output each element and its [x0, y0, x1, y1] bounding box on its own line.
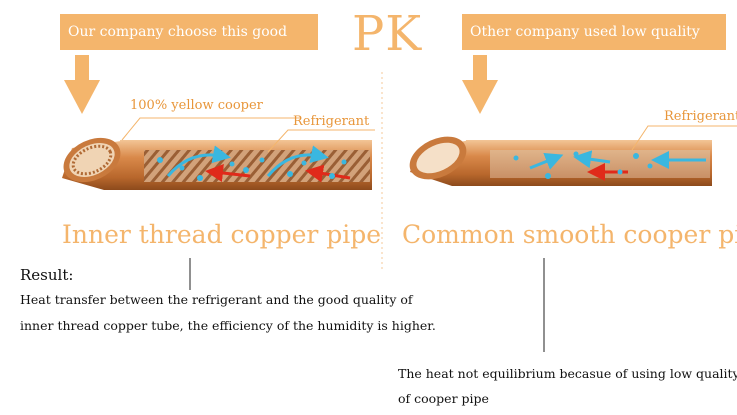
banner-right-text: Other company used low quality — [470, 24, 700, 40]
banner-right: Other company used low quality — [462, 14, 726, 50]
banner-left-text: Our company choose this good — [68, 24, 288, 40]
right-down-arrow — [462, 55, 498, 114]
result-line-1: Heat transfer between the refrigerant an… — [20, 292, 413, 307]
left-refrigerant-label: Refrigerant — [293, 114, 370, 129]
smooth-pipe — [409, 136, 712, 186]
right-refrigerant-label: Refrigerant — [664, 109, 737, 124]
banner-left: Our company choose this good — [60, 14, 318, 50]
result-line-2: inner thread copper tube, the efficiency… — [20, 318, 436, 333]
material-label: 100% yellow cooper — [130, 98, 263, 113]
left-caption: Inner thread copper pipe — [62, 220, 382, 249]
right-caption: Common smooth cooper pipe — [402, 220, 737, 249]
right-note-line-1: The heat not equilibrium becasue of usin… — [398, 366, 737, 381]
left-down-arrow — [64, 55, 100, 114]
right-note-line-2: of cooper pipe — [398, 391, 489, 406]
result-heading: Result: — [20, 266, 74, 284]
inner-thread-pipe — [62, 137, 372, 190]
leader-lines — [121, 117, 737, 153]
pk-title: PK — [352, 6, 423, 62]
